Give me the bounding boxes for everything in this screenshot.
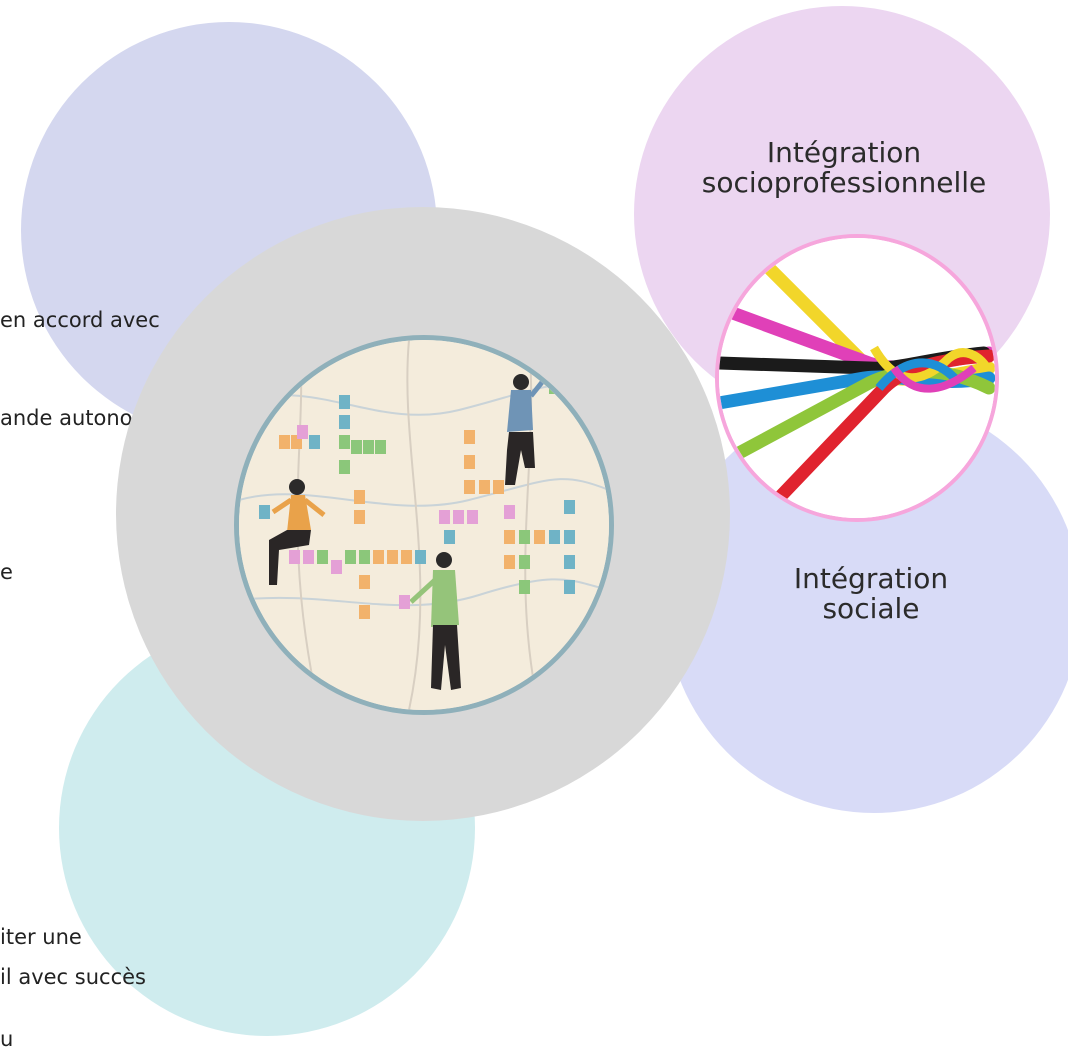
sticky-notes-illustration: [239, 340, 609, 710]
left-text-line-3: e: [0, 560, 13, 584]
braid-blue: [875, 358, 963, 391]
woman-figure: [269, 479, 326, 585]
climbing-man-figure: [505, 374, 549, 485]
title-social-line-1: Intégration: [793, 562, 949, 595]
left-text-line-6: u: [0, 1027, 14, 1051]
title-socioprofessional-line-2: socioprofessionnelle: [701, 166, 987, 199]
title-socioprofessional: Intégration socioprofessionnelle: [676, 138, 1012, 198]
left-text-line-4: iter une: [0, 925, 82, 949]
braided-cords-illustration: [719, 238, 995, 518]
path-line: [239, 478, 609, 507]
left-text-line-5: il avec succès: [0, 965, 146, 989]
sticky-notes: [259, 380, 575, 619]
title-socioprofessional-line-1: Intégration: [766, 136, 922, 169]
left-text-line-1: en accord avec: [0, 308, 160, 332]
path-line: [406, 340, 422, 710]
walking-man-figure: [399, 552, 461, 690]
braid-yellow: [870, 345, 991, 383]
title-social: Intégration sociale: [742, 564, 1000, 624]
center-illustration: [234, 335, 614, 715]
title-social-line-2: sociale: [822, 592, 920, 625]
braid-magenta: [890, 364, 977, 393]
path-line: [524, 340, 540, 710]
rope-photo: [715, 234, 999, 522]
